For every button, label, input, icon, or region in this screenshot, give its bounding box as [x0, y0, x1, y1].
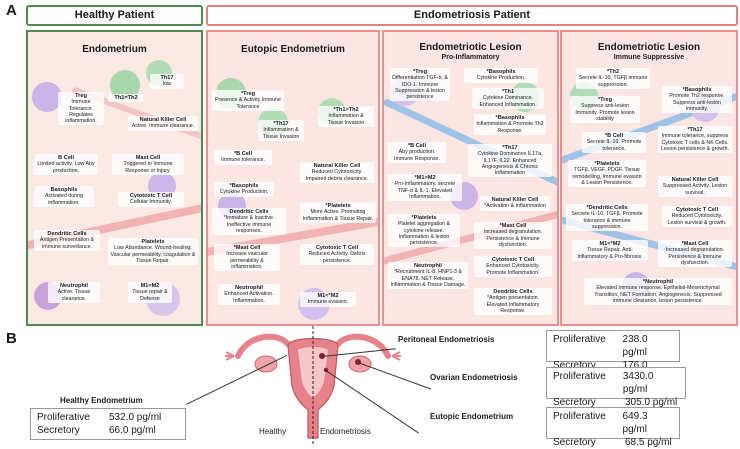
cell-th1-th2: Th1=Th2: [108, 94, 144, 103]
column-subtitle: Immune Suppressive: [613, 54, 685, 61]
cell-dendritic: Dendritic Cells*Immature & Inactive. Ine…: [212, 208, 286, 236]
column-title: Endometriotic Lesion: [419, 42, 522, 53]
cell-illustration: [32, 82, 62, 112]
panel-a-letter: A: [6, 2, 17, 19]
panel-b-letter: B: [6, 330, 17, 347]
column-title: Eutopic Endometrium: [241, 44, 345, 55]
column-lesion-pro-inflammatory: Endometriotic Lesion Pro-Inflammatory *T…: [382, 30, 559, 326]
column-lesion-immune-suppressive: Endometriotic Lesion Immune Suppressive …: [560, 30, 738, 326]
label-endometriosis: Endometriosis: [320, 427, 371, 436]
header-endometriosis-patient: Endometriosis Patient: [206, 5, 738, 26]
uterus-illustration: [225, 326, 401, 446]
cell-natural-killer: Natural Killer Cell*Activation & Inflamm…: [480, 196, 550, 211]
column-title: Endometriotic Lesion: [597, 42, 701, 53]
label-healthy: Healthy: [259, 427, 287, 436]
header-healthy-patient: Healthy Patient: [26, 5, 203, 26]
cell-dendritic: Dendritic Cells*Antigen presentation. El…: [474, 288, 552, 316]
column-title: Endometrium: [82, 44, 147, 55]
title-peritoneal: Peritoneal Endometriosis: [398, 335, 495, 344]
title-ovarian: Ovarian Endometriosis: [430, 373, 518, 382]
title-healthy-endometrium: Healthy Endometrium: [60, 396, 143, 405]
column-subtitle: Pro-Inflammatory: [441, 54, 500, 61]
cell-neutrophil: Neutrophil*Recruitment IL-8, HNP1-3 & EN…: [388, 262, 468, 290]
title-eutopic: Eutopic Endometrium: [430, 412, 514, 421]
